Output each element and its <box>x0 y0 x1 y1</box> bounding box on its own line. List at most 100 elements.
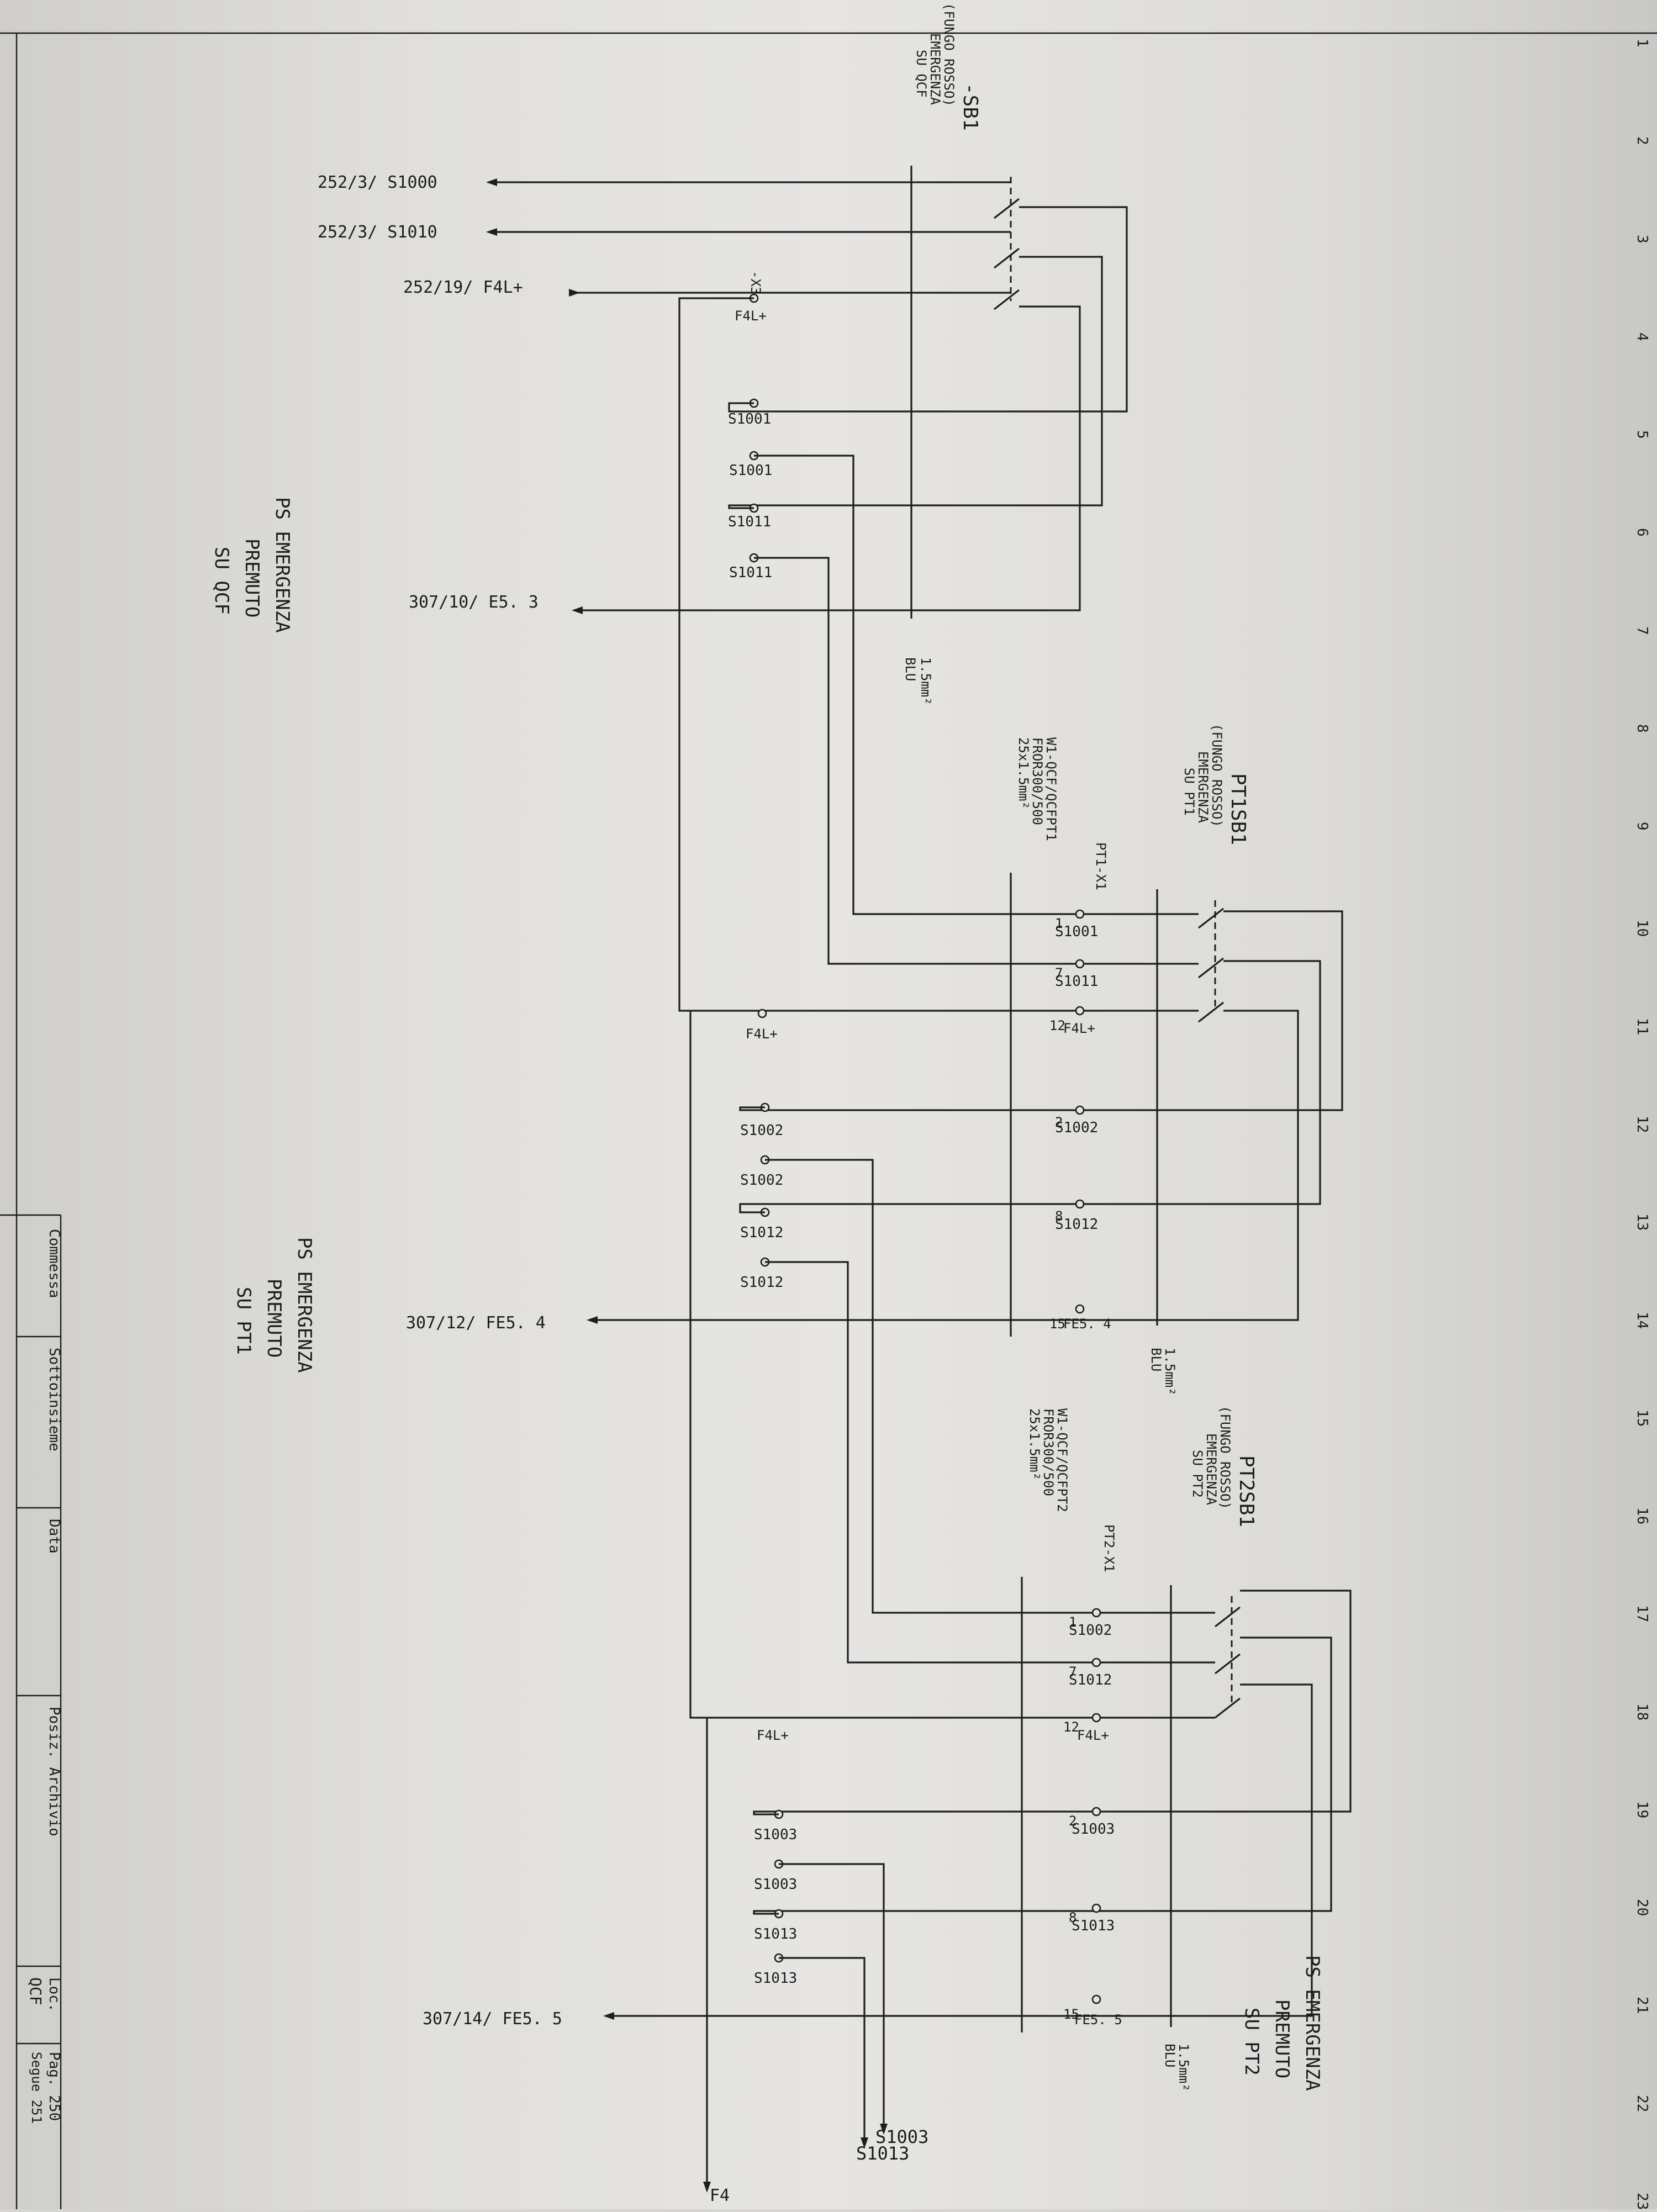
ps-qcf-line-2: PREMUTO <box>241 539 263 617</box>
out-s1013: S1013 <box>856 2143 909 2164</box>
cable-size-pt1: 1.5mm² <box>1162 1348 1178 1396</box>
pt2-term-num-2: 2 <box>1069 1813 1076 1829</box>
sb1-desc-1: (FUNGO ROSSO) <box>941 3 957 107</box>
pt1-desc-2: EMERGENZA <box>1195 751 1211 823</box>
pt1-term-num-1: 1 <box>1055 916 1063 931</box>
pt1-x1-label: PT1-X1 <box>1093 842 1109 890</box>
arrow-fe55 <box>603 2012 614 2020</box>
ref-fe55: 307/14/ FE5. 5 <box>423 2009 562 2029</box>
f4l-pt1-label: F4L+ <box>746 1026 778 1042</box>
ps-pt1-line-1: PS EMERGENZA <box>293 1237 315 1373</box>
pt1-term-num-7: 7 <box>1055 965 1063 981</box>
ruler-number: 13 <box>1634 1213 1650 1231</box>
pt2-term-num-15: 15 <box>1063 2007 1079 2022</box>
pt1-terminal-1 <box>1075 909 1085 919</box>
ref-e53: 307/10/ E5. 3 <box>409 593 539 612</box>
wire-s1003-top <box>773 1590 1352 1813</box>
ruler-number: 18 <box>1634 1703 1650 1720</box>
s1001-b-label: S1001 <box>729 462 772 479</box>
f4l-pt2-label: F4L+ <box>757 1728 789 1743</box>
tb-segue: Segue 251 <box>29 2052 44 2124</box>
pt2-cable-3: 25x1.5mm² <box>1027 1408 1042 1480</box>
pt1-s1001: S1001 <box>1055 923 1098 940</box>
ruler-number: 11 <box>1634 1018 1650 1035</box>
wire-fe55 <box>608 1683 1313 2017</box>
pt1-fe54: FE5. 4 <box>1063 1316 1111 1332</box>
pt1-terminal-2 <box>1075 1105 1085 1115</box>
wire-s1011-pt1 <box>754 557 1027 965</box>
arrow-fe54 <box>587 1316 598 1324</box>
wire-s1001-top <box>751 206 1128 413</box>
pt1-terminal-8 <box>1075 1199 1085 1209</box>
pt2-desc-3: SU PT2 <box>1190 1450 1205 1498</box>
ps-qcf-line-3: SU QCF <box>210 547 233 615</box>
pt2-s1013: S1013 <box>1072 1918 1115 1934</box>
pt2-section <box>603 1577 1352 2193</box>
out-s1003: S1003 <box>875 2126 928 2147</box>
pt1-terminal-15 <box>1075 1304 1085 1314</box>
pt1-contact-3 <box>1198 1001 1224 1023</box>
wire-s1002-pt2 <box>765 1159 1033 1614</box>
sb1-contact-3 <box>994 289 1020 310</box>
pt2-terminal-1 <box>1091 1608 1101 1618</box>
ref-s1010: 252/3/ S1010 <box>318 223 437 242</box>
cable-size-qcf: 1.5mm² <box>918 657 933 705</box>
pt2-f4l: F4L+ <box>1077 1728 1109 1743</box>
ruler-number: 9 <box>1634 822 1650 831</box>
tb-posiz: Posiz. Archivio <box>46 1707 62 1836</box>
pt2-terminal-7 <box>1091 1657 1101 1667</box>
tb-sottoinsieme: Sottoinsieme <box>46 1348 62 1451</box>
ruler-number: 14 <box>1634 1312 1650 1329</box>
ruler-number: 1 <box>1634 39 1650 47</box>
pt1-terminal-12 <box>1075 1006 1085 1016</box>
pt2-cable-1: W1-QCF/QCFPT2 <box>1054 1408 1070 1512</box>
ruler-number: 8 <box>1634 724 1650 733</box>
pt1-contact-1 <box>1198 907 1224 929</box>
s1002-b-label: S1002 <box>740 1172 783 1189</box>
pt1-s1002: S1002 <box>1055 1120 1098 1136</box>
ruler-number: 17 <box>1634 1605 1650 1622</box>
ref-s1000: 252/3/ S1000 <box>318 173 437 192</box>
sb1-section <box>486 166 1128 1012</box>
tb-pag: Pag. 250 <box>46 2052 62 2121</box>
arrow-f4l <box>569 289 580 297</box>
ps-pt1-line-3: SU PT1 <box>233 1287 255 1355</box>
wire-e53 <box>574 305 1081 611</box>
tb-loc-value: QCF <box>27 1977 45 2005</box>
wire-f4l-bus-1 <box>678 297 762 1012</box>
pt2-s1002: S1002 <box>1069 1622 1112 1639</box>
sb1-contact-1 <box>994 198 1020 219</box>
arrow-e53 <box>572 606 583 614</box>
arrow-s1000 <box>486 178 497 186</box>
sb1-desc-2: EMERGENZA <box>927 33 943 105</box>
sb1-desc-3: SU QCF <box>914 50 929 98</box>
sb1-contact-2 <box>994 247 1020 269</box>
pt1-desc-1: (FUNGO ROSSO) <box>1209 724 1225 827</box>
pt2-term-num-1: 1 <box>1069 1614 1076 1630</box>
cable-color-pt1: BLU <box>1148 1348 1164 1371</box>
ps-qcf-line-1: PS EMERGENZA <box>271 497 293 633</box>
wire-s1003-out <box>779 1863 885 2124</box>
ruler-number: 20 <box>1634 1899 1650 1916</box>
tb-commessa: Commessa <box>46 1229 62 1298</box>
pt1-f4l: F4L+ <box>1063 1021 1095 1036</box>
out-f4: F4 <box>710 2186 730 2205</box>
pt2-term-num-7: 7 <box>1069 1664 1076 1680</box>
f4l-term-label: F4L+ <box>735 308 767 324</box>
terminal-f4l-pt1 <box>757 1009 767 1018</box>
ruler-number: 2 <box>1634 136 1650 145</box>
ps-pt2-line-1: PS EMERGENZA <box>1301 1955 1323 2091</box>
pt2-terminal-12 <box>1091 1713 1101 1723</box>
s1012-b-label: S1012 <box>740 1274 783 1291</box>
arrow-s1003-out <box>880 2124 888 2135</box>
bridge-s1002 <box>739 1106 765 1111</box>
pt1-label: PT1SB1 <box>1227 773 1249 845</box>
wire-f4l-bus-2 <box>689 1011 771 1719</box>
tb-data: Data <box>46 1519 62 1554</box>
ref-f4l: 252/19/ F4L+ <box>403 278 523 297</box>
s1003-b-label: S1003 <box>754 1876 797 1893</box>
pt2-cable-2: FROR300/500 <box>1041 1408 1056 1496</box>
